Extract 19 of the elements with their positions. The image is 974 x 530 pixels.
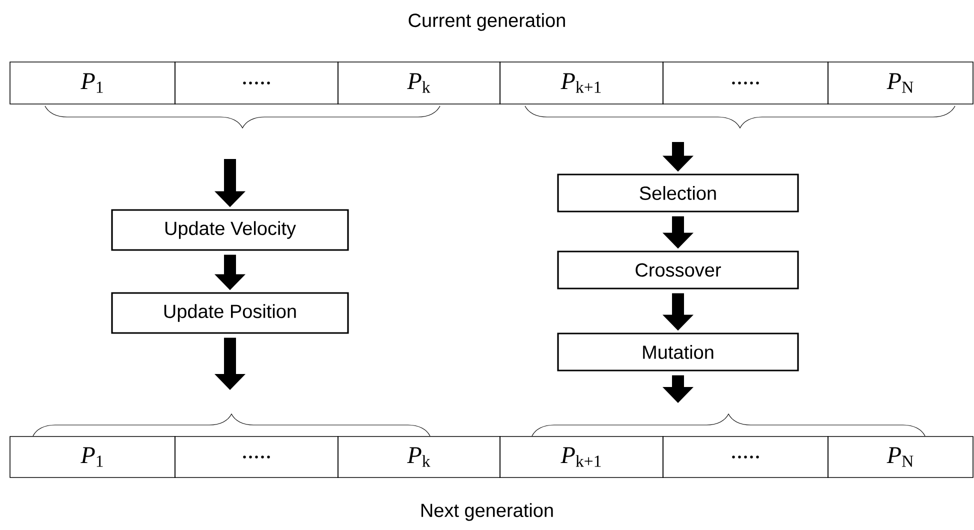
heading: Current generation	[408, 13, 565, 31]
population-cell: .....	[662, 436, 828, 478]
population-cell: P$_{k+1}$	[500, 62, 664, 104]
population-cell: P$_{k}$	[338, 62, 500, 104]
caption: Next generation	[422, 503, 553, 521]
population-cell: P$_{1}$	[10, 436, 176, 478]
process-box: Crossover	[557, 250, 799, 290]
population-cell: P$_{k+1}$	[500, 436, 664, 478]
population-cell: P$_{1}$	[10, 62, 176, 104]
population-cell: .....	[662, 62, 828, 104]
population-cell: P$_{N}$	[828, 62, 974, 104]
population-cell: .....	[174, 436, 338, 478]
process-box: Update Position	[111, 292, 349, 334]
process-box: Update Velocity	[111, 209, 349, 251]
population-cell: P$_{N}$	[828, 436, 974, 478]
population-cell: P$_{k}$	[338, 436, 500, 478]
process-box: Selection	[557, 174, 799, 212]
process-box: Mutation	[557, 332, 799, 372]
population-cell: .....	[174, 62, 338, 104]
